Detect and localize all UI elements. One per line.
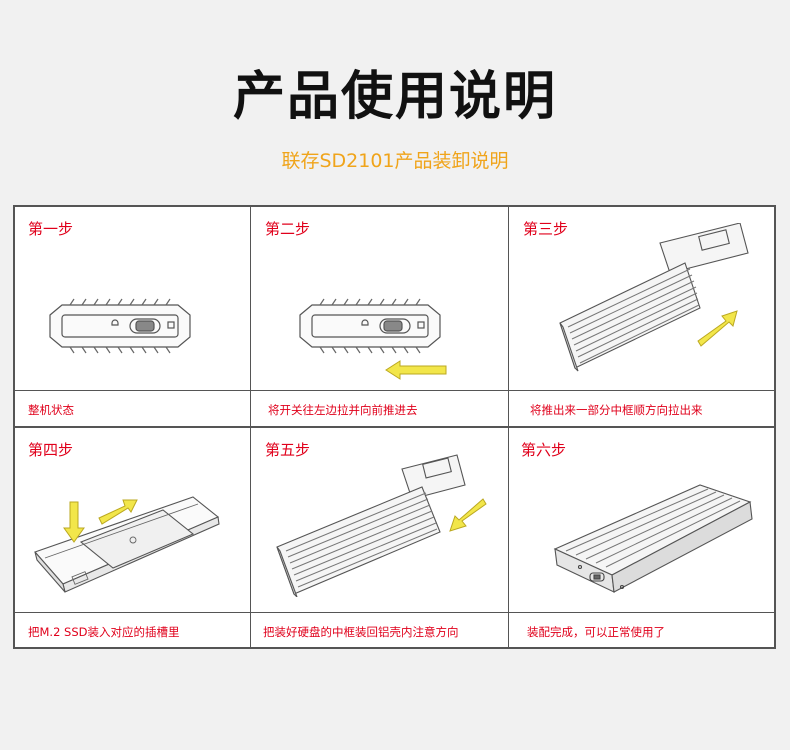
step-4-title: 第四步 [28,441,74,459]
arrow-down-left-icon [449,498,487,532]
step-2-title: 第二步 [265,220,311,238]
ssd-installation-view [34,496,220,593]
step-6-title: 第六步 [521,441,567,459]
enclosure-assembled-view [553,484,753,593]
grid-divider [15,426,774,428]
page-title: 产品使用说明 [232,67,557,127]
step-1-title: 第一步 [28,220,74,238]
arrow-up-right-icon [697,310,738,347]
step-3-caption: 将推出来一部分中框顺方向拉出来 [530,403,703,417]
arrow-left-icon [385,360,447,380]
step-3-illustration [540,223,755,373]
steps-grid: 第一步 整机状态 第二步 [13,205,776,649]
step-3-title: 第三步 [523,220,569,238]
step-1-illustration [40,297,200,355]
enclosure-sliding-out-view [559,223,749,372]
step-2-caption: 将开关往左边拉并向前推进去 [268,403,418,417]
step-6-illustration [550,477,755,597]
page-subtitle: 联存SD2101产品装卸说明 [281,150,509,172]
arrow-up-right-icon [98,499,138,525]
step-1-caption: 整机状态 [28,403,74,417]
step-6-caption: 装配完成，可以正常使用了 [527,625,665,639]
enclosure-switch-view [299,298,447,380]
step-4-illustration [33,462,245,612]
arrow-down-icon [63,501,85,543]
enclosure-front-view [49,298,191,354]
grid-divider [15,612,774,613]
step-5-illustration [272,447,502,597]
step-5-caption: 把装好硬盘的中框装回铝壳内注意方向 [263,625,459,639]
enclosure-reinsert-view [276,454,487,597]
grid-divider [15,390,774,391]
step-2-illustration [290,297,460,387]
step-5-title: 第五步 [265,441,311,459]
step-4-caption: 把M.2 SSD装入对应的插槽里 [28,625,180,639]
